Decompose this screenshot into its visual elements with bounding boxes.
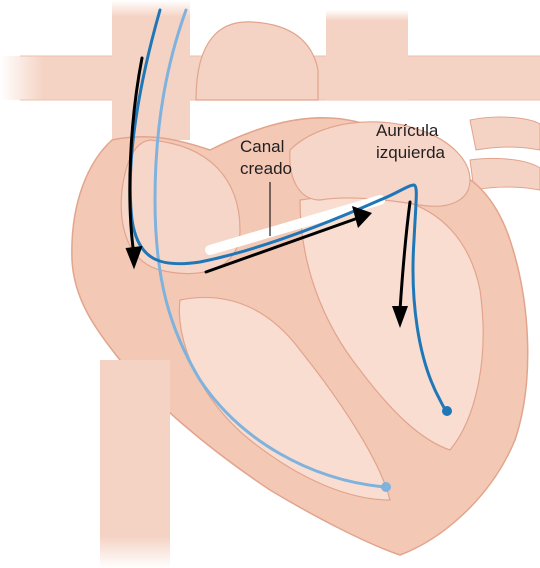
catheter-dark-tip [442,406,452,416]
left-atrium-label: Aurícula izquierda [376,120,445,164]
pulmonary-vein-lower [470,158,540,190]
channel-label: Canal creado [240,136,292,180]
pulmonary-vein-upper [470,117,540,150]
inferior-vena-cava [100,360,170,568]
upper-vessel [326,10,408,100]
aorta [196,22,318,100]
channel-label-line1: Canal [240,136,292,158]
superior-vena-cava [112,0,190,140]
left-atrium-label-line2: izquierda [376,142,445,164]
channel-label-line2: creado [240,158,292,180]
left-atrium-label-line1: Aurícula [376,120,445,142]
catheter-light-tip [381,482,391,492]
